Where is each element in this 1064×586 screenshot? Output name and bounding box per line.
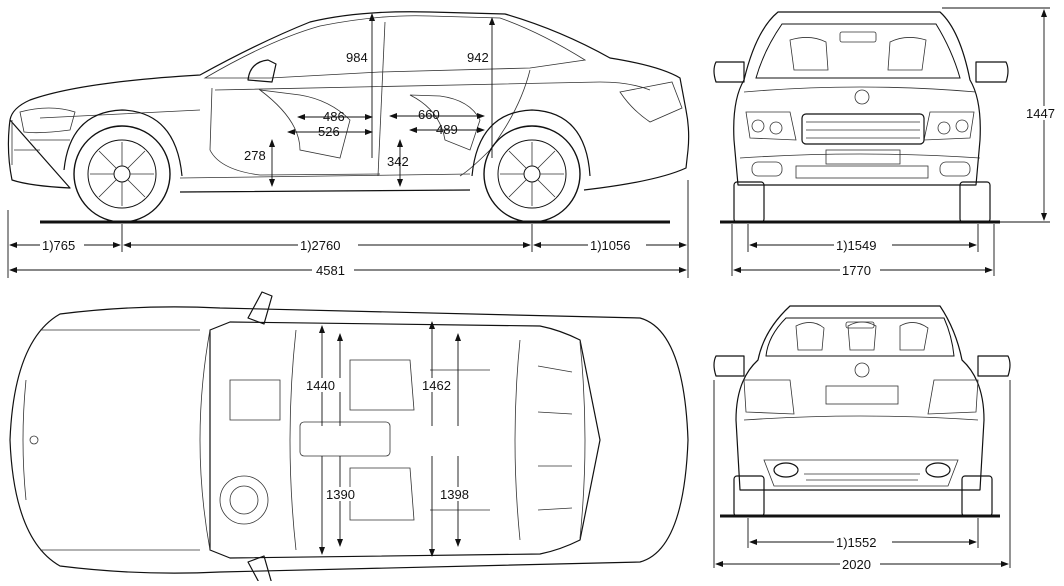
front-seat-height-label: 278 xyxy=(244,148,266,163)
front-overhang-label: 1)765 xyxy=(42,238,75,253)
overall-length-label: 4581 xyxy=(316,263,345,278)
rear-track-label: 1)1552 xyxy=(836,535,876,550)
rear-seat-height-label: 342 xyxy=(387,154,409,169)
width-with-mirrors-label: 2020 xyxy=(842,557,871,572)
front-legroom-b-label: 526 xyxy=(318,124,340,139)
rear-view: 1)1552 2020 xyxy=(713,305,1011,572)
rear-legroom-b-label: 489 xyxy=(436,122,458,137)
rear-shoulder-label: 1462 xyxy=(422,378,451,393)
front-track-label: 1)1549 xyxy=(836,238,876,253)
side-view: 984 942 486 526 660 489 278 342 1)765 1)… xyxy=(7,11,690,278)
rear-legroom-a-label: 660 xyxy=(418,107,440,122)
top-view: 1440 1462 1390 1398 xyxy=(9,291,689,586)
vehicle-width-label: 1770 xyxy=(842,263,871,278)
rear-headroom-label: 942 xyxy=(467,50,489,65)
front-shoulder-label: 1440 xyxy=(306,378,335,393)
rear-elbow-label: 1398 xyxy=(440,487,469,502)
front-headroom-label: 984 xyxy=(346,50,368,65)
rear-overhang-label: 1)1056 xyxy=(590,238,630,253)
height-label: 1447 xyxy=(1026,106,1055,121)
wheelbase-label: 1)2760 xyxy=(300,238,340,253)
front-view: 1447 1)1549 1770 xyxy=(713,7,1060,278)
front-legroom-a-label: 486 xyxy=(323,109,345,124)
front-elbow-label: 1390 xyxy=(326,487,355,502)
